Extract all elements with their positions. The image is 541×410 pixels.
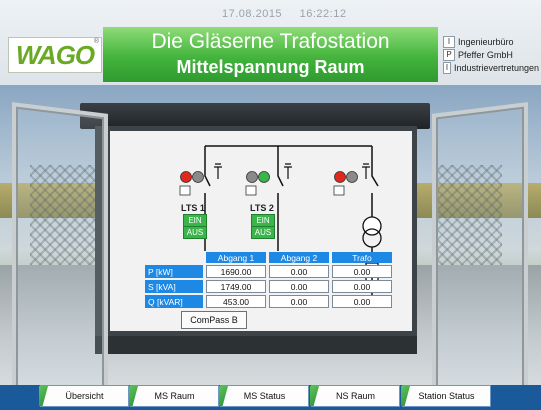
table-row: Q [kVAR] 453.00 0.00 0.00 — [145, 295, 392, 308]
company-text: Pfeffer GmbH — [458, 50, 513, 60]
nav-button-uebersicht[interactable]: Übersicht — [39, 385, 129, 407]
company-text: Ingenieurbüro — [458, 37, 514, 47]
header: 17.08.2015 16:22:12 WAGO ® Die Gläserne … — [0, 0, 541, 85]
time-display: 16:22:12 — [299, 8, 347, 20]
nav-button-label: NS Raum — [335, 391, 375, 401]
row-label: Q [kVAR] — [145, 295, 203, 308]
table-row: S [kVA] 1749.00 0.00 0.00 — [145, 280, 392, 293]
nav-accent-icon — [39, 386, 48, 406]
row-label: P [kW] — [145, 265, 203, 278]
trafo-feeder-line — [371, 146, 379, 219]
nav-button-label: Übersicht — [65, 391, 104, 401]
table-cell: 0.00 — [269, 295, 329, 308]
company-block: I Ingenieurbüro P Pfeffer GmbH I Industr… — [443, 36, 539, 75]
wago-logo: WAGO ® — [8, 37, 102, 73]
nav-accent-icon — [219, 386, 228, 406]
feeder-1-red-indicator — [180, 171, 192, 183]
nav-button-station-status[interactable]: Station Status — [401, 385, 491, 407]
table-header-row: Abgang 1 Abgang 2 Trafo — [145, 252, 392, 263]
station-base — [95, 336, 417, 354]
nav-accent-icon — [310, 386, 319, 406]
nav-accent-icon — [129, 386, 138, 406]
table-corner — [145, 252, 203, 263]
trafo-earth-icon — [362, 163, 370, 179]
trafo-grey-indicator — [346, 171, 358, 183]
company-letter: I — [443, 36, 455, 48]
page-title: Die Gläserne Trafostation — [151, 30, 390, 53]
feeder-1-aus-button[interactable]: AUS — [183, 226, 207, 239]
nav-button-label: Station Status — [418, 391, 475, 401]
single-line-diagram — [179, 145, 382, 307]
nav-button-ns-raum[interactable]: NS Raum — [310, 385, 400, 407]
door-left — [12, 102, 108, 410]
feeder-2-line — [277, 146, 284, 251]
table-cell: 453.00 — [206, 295, 266, 308]
logo-registered-mark: ® — [93, 38, 99, 45]
nav-button-label: MS Status — [243, 391, 286, 401]
measurement-table: Abgang 1 Abgang 2 Trafo P [kW] 1690.00 0… — [142, 250, 395, 310]
table-cell: 0.00 — [332, 265, 392, 278]
logo-text: WAGO — [15, 39, 95, 70]
table-cell: 1749.00 — [206, 280, 266, 293]
company-line: I Industrievertretungen — [443, 62, 539, 74]
column-header: Trafo — [332, 252, 392, 263]
column-header: Abgang 1 — [206, 252, 266, 263]
table-cell: 0.00 — [269, 280, 329, 293]
feeder-1-label: LTS 1 — [181, 203, 205, 213]
table-row: P [kW] 1690.00 0.00 0.00 — [145, 265, 392, 278]
feeder-2-grey-indicator — [246, 171, 258, 183]
feeder-2-switch-box — [245, 185, 257, 196]
company-line: I Ingenieurbüro — [443, 36, 539, 48]
title-banner: Die Gläserne Trafostation Mittelspannung… — [103, 27, 438, 82]
feeder-1-grey-indicator — [192, 171, 204, 183]
company-text: Industrievertretungen — [453, 63, 539, 73]
table-cell: 0.00 — [332, 295, 392, 308]
bottom-nav-bar: Übersicht MS Raum MS Status NS Raum Stat… — [0, 385, 541, 410]
table-cell: 0.00 — [332, 280, 392, 293]
datetime: 17.08.2015 16:22:12 — [222, 8, 360, 20]
nav-accent-icon — [401, 386, 410, 406]
nav-button-ms-raum[interactable]: MS Raum — [129, 385, 219, 407]
table-cell: 0.00 — [269, 265, 329, 278]
table-cell: 1690.00 — [206, 265, 266, 278]
station-roof — [80, 103, 430, 129]
date-display: 17.08.2015 — [222, 8, 283, 20]
feeder-2-label: LTS 2 — [250, 203, 274, 213]
company-line: P Pfeffer GmbH — [443, 49, 539, 61]
compass-b-button[interactable]: ComPass B — [181, 311, 247, 329]
page-subtitle: Mittelspannung Raum — [176, 57, 365, 77]
feeder-1-earth-icon — [214, 163, 222, 179]
nav-button-ms-status[interactable]: MS Status — [219, 385, 309, 407]
company-letter: I — [443, 62, 451, 74]
trafo-switch-box — [333, 185, 345, 196]
feeder-1-switch-box — [179, 185, 191, 196]
feeder-2-earth-icon — [284, 163, 292, 179]
feeder-2-aus-button[interactable]: AUS — [251, 226, 275, 239]
company-letter: P — [443, 49, 455, 61]
column-header: Abgang 2 — [269, 252, 329, 263]
row-label: S [kVA] — [145, 280, 203, 293]
trafo-red-indicator — [334, 171, 346, 183]
nav-button-label: MS Raum — [154, 391, 195, 401]
door-right — [432, 102, 528, 410]
feeder-2-green-indicator — [258, 171, 270, 183]
